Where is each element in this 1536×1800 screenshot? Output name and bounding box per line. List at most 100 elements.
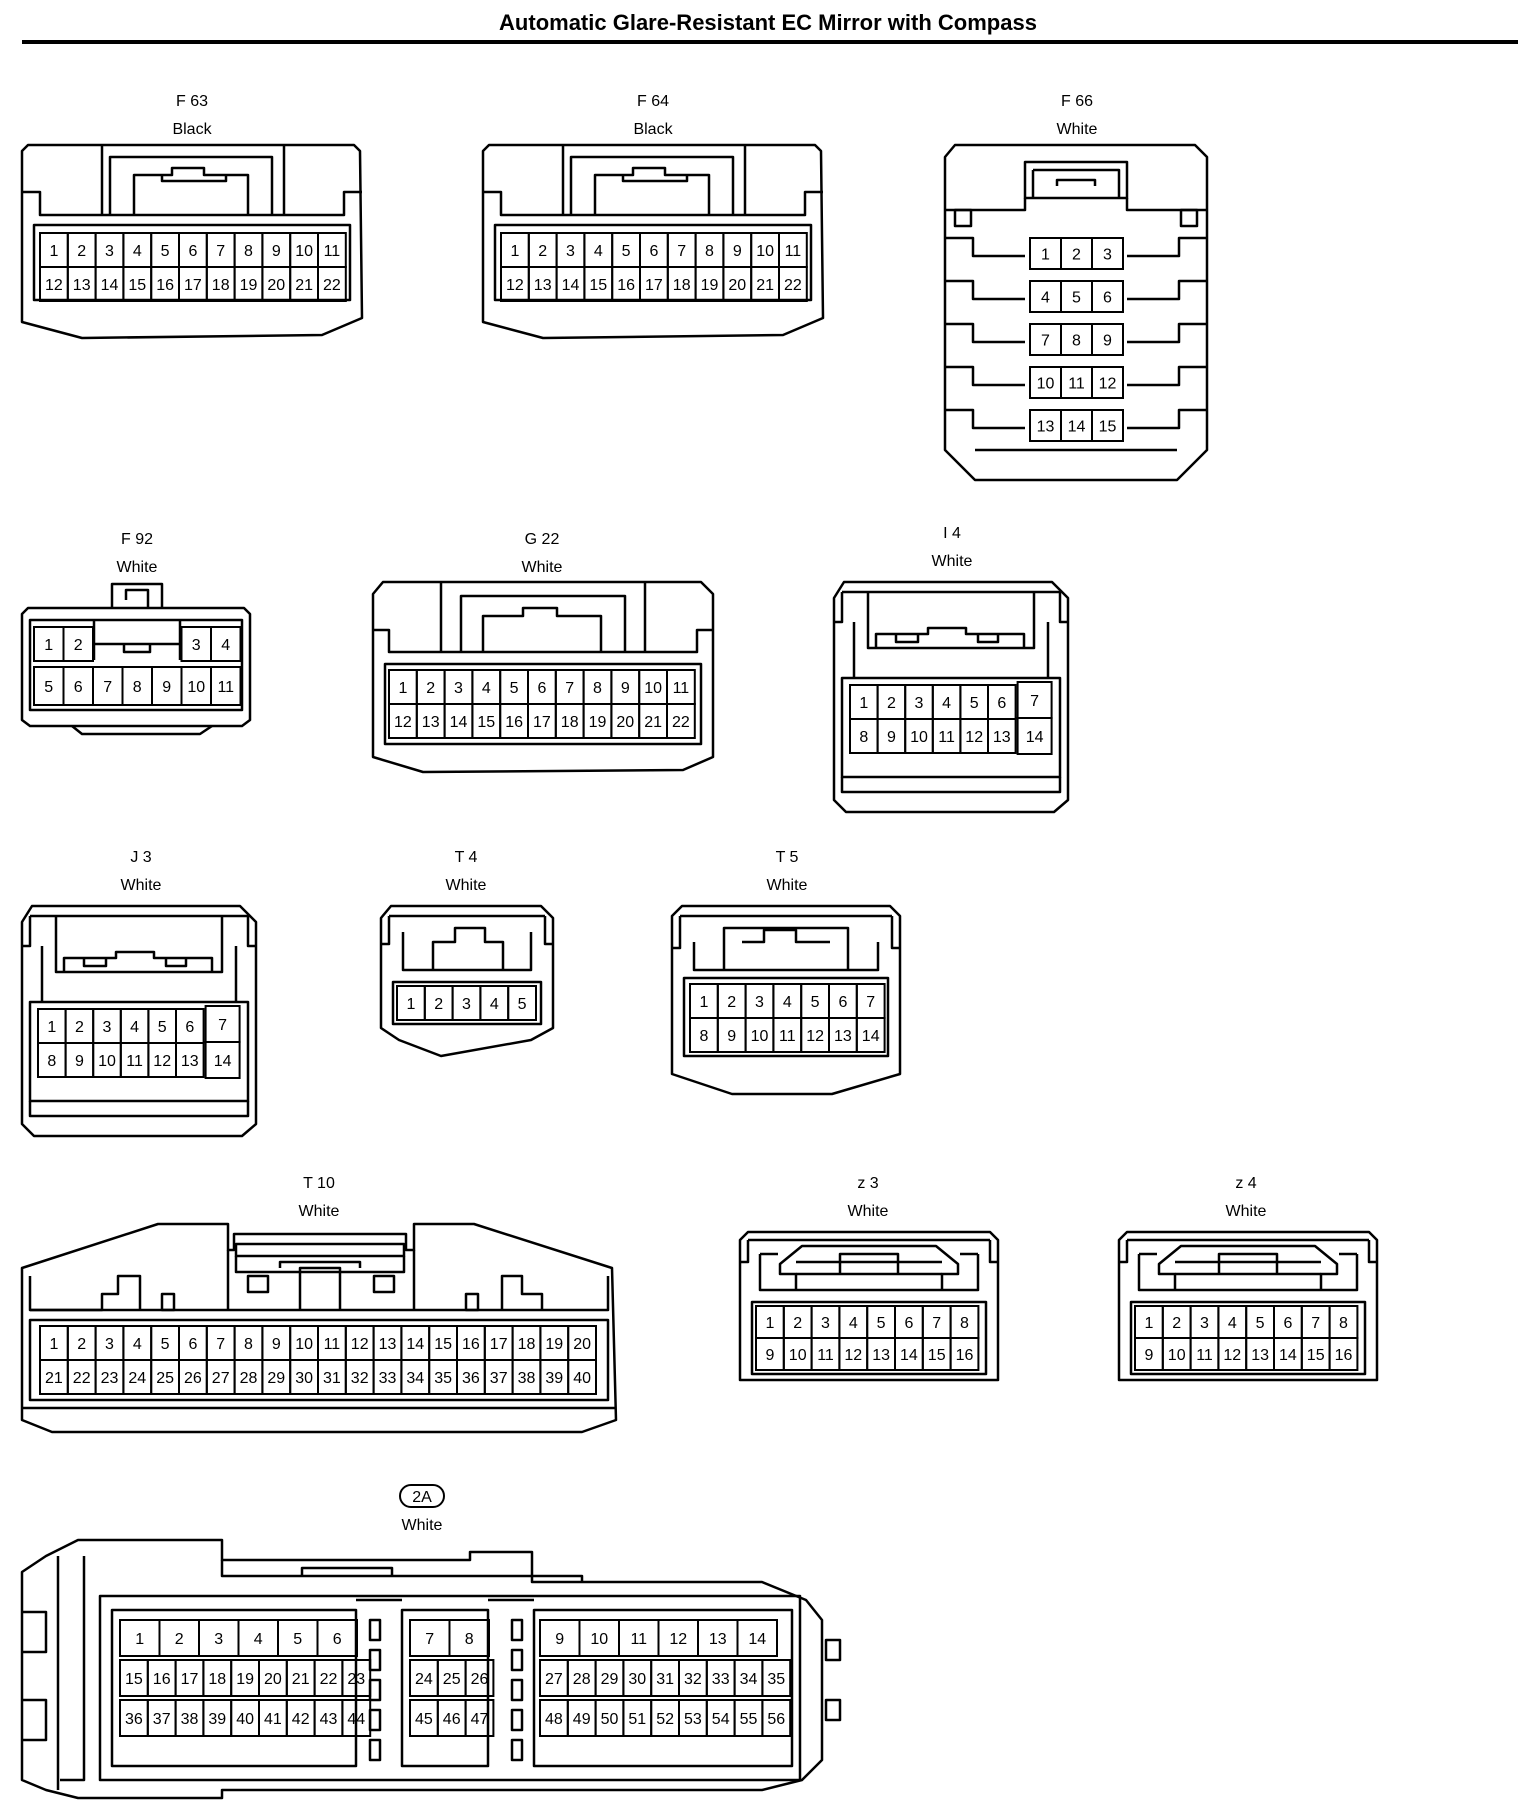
connector-outline <box>300 1566 394 1576</box>
pin-number: 20 <box>728 277 746 294</box>
pin-number: 2 <box>74 637 83 654</box>
connector-outline <box>722 926 850 970</box>
pin-number: 15 <box>589 277 607 294</box>
pin-number: 37 <box>490 1370 508 1387</box>
pin-number: 7 <box>103 679 112 696</box>
pin-number: 2 <box>1072 247 1081 264</box>
connector-outline <box>28 1276 610 1312</box>
pin-number: 9 <box>887 729 896 746</box>
connector-outline <box>400 1608 490 1768</box>
pin-number: 16 <box>1335 1347 1353 1364</box>
pin-number: 3 <box>1103 247 1112 264</box>
pin-number: 44 <box>347 1711 365 1728</box>
connector-outline <box>840 676 1062 779</box>
pin-number: 10 <box>187 679 205 696</box>
connector-color-2a: White <box>402 1517 443 1534</box>
pin-number: 7 <box>866 994 875 1011</box>
pin-number: 7 <box>565 680 574 697</box>
pin-number: 23 <box>347 1671 365 1688</box>
pin-number: 3 <box>915 695 924 712</box>
connector-outline <box>852 622 1050 678</box>
connector-outline <box>1175 1260 1321 1276</box>
connector-outline <box>500 1274 544 1310</box>
pin-number: 30 <box>295 1370 313 1387</box>
connector-detail <box>824 1638 842 1662</box>
pin-number: 8 <box>593 680 602 697</box>
pin-number: 20 <box>267 277 285 294</box>
connector-outline <box>132 166 250 215</box>
connector-outline <box>110 582 164 608</box>
connector-outline <box>22 190 362 217</box>
pin-number: 12 <box>844 1347 862 1364</box>
connector-id-oval <box>399 1484 445 1508</box>
pin-number: 8 <box>699 1028 708 1045</box>
pin-number: 14 <box>1026 729 1044 746</box>
pin-number: 6 <box>74 679 83 696</box>
pin-number: 4 <box>783 994 792 1011</box>
pin-number: 11 <box>324 243 341 260</box>
connector-detail <box>510 1738 524 1762</box>
pin-number: 21 <box>644 714 662 731</box>
pin-cell <box>778 266 808 302</box>
pin-cell <box>567 1359 598 1395</box>
pin-number: 2 <box>538 243 547 260</box>
connector-detail <box>510 1618 524 1642</box>
connector-outline <box>459 594 627 652</box>
pin-number: 32 <box>351 1370 369 1387</box>
connector-outline <box>60 1556 86 1782</box>
pin-number: 4 <box>482 680 491 697</box>
connector-outline <box>945 236 1025 258</box>
pin-number: 2 <box>77 1336 86 1353</box>
pin-number: 36 <box>125 1711 143 1728</box>
connector-color-z4: White <box>1226 1203 1267 1220</box>
pin-number: 1 <box>406 996 415 1013</box>
pin-number: 11 <box>630 1631 647 1648</box>
connector-outline <box>1127 365 1207 387</box>
connector-id-t10: T 10 <box>303 1175 335 1192</box>
pin-number: 8 <box>465 1631 474 1648</box>
connector-detail <box>824 1698 842 1722</box>
pin-number: 13 <box>872 1347 890 1364</box>
pin-number: 19 <box>589 714 607 731</box>
pin-number: 2 <box>1172 1315 1181 1332</box>
pin-number: 14 <box>406 1336 424 1353</box>
connector-outline <box>894 634 1000 644</box>
pin-number: 4 <box>942 695 951 712</box>
connector-outline <box>371 580 715 774</box>
connector-outline <box>532 1608 794 1768</box>
pin-number: 2 <box>434 996 443 1013</box>
pin-number: 14 <box>748 1631 766 1648</box>
pin-number: 39 <box>545 1370 563 1387</box>
connector-id-g22: G 22 <box>525 531 560 548</box>
pin-number: 6 <box>649 243 658 260</box>
pin-number: 10 <box>644 680 662 697</box>
pin-number: 30 <box>628 1671 646 1688</box>
pin-cell <box>1091 323 1124 356</box>
pin-cell <box>761 1659 792 1697</box>
pin-number: 22 <box>73 1370 91 1387</box>
pin-number: 27 <box>545 1671 563 1688</box>
pin-number: 22 <box>323 277 341 294</box>
pin-number: 16 <box>956 1347 974 1364</box>
pin-number: 6 <box>333 1631 342 1648</box>
connector-detail <box>368 1738 382 1762</box>
pin-number: 15 <box>1307 1347 1325 1364</box>
pin-number: 2 <box>426 680 435 697</box>
connector-color-i4: White <box>932 553 973 570</box>
connector-detail <box>510 1648 524 1672</box>
pin-number: 8 <box>1339 1315 1348 1332</box>
pin-number: 21 <box>45 1370 63 1387</box>
pin-number: 33 <box>712 1671 730 1688</box>
pin-number: 16 <box>617 277 635 294</box>
connector-id-f63: F 63 <box>176 93 208 110</box>
pin-number: 12 <box>806 1028 824 1045</box>
pin-number: 13 <box>181 1053 199 1070</box>
pin-number: 21 <box>756 277 774 294</box>
pin-number: 17 <box>533 714 551 731</box>
pin-cell <box>1091 409 1124 442</box>
pin-number: 19 <box>545 1336 563 1353</box>
pin-number: 19 <box>240 277 258 294</box>
pin-number: 20 <box>616 714 634 731</box>
connector-outline <box>124 588 150 608</box>
pin-number: 12 <box>45 277 63 294</box>
